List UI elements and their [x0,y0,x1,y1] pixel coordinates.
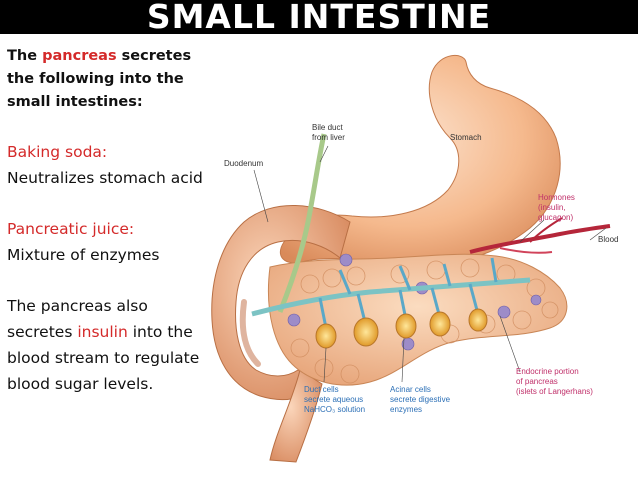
label-acinar-3: enzymes [390,405,422,414]
label-endocrine-2: of pancreas [516,377,558,386]
label-duct-cells-2: secrete aqueous [304,395,363,404]
baking-soda-heading: Baking soda: [7,143,108,161]
bile-duct [277,133,327,313]
blood-vessel [469,224,611,254]
label-acinar-1: Acinar cells [390,385,431,394]
islets [287,253,542,351]
title-bar: SMALL INTESTINE [0,0,638,36]
label-blood: Blood [598,235,618,244]
label-acinar-2: secrete digestive [390,395,451,404]
duodenum-inner [239,299,261,367]
baking-soda-description: Neutralizes stomach acid [7,169,203,187]
pancreatic-juice-heading: Pancreatic juice: [7,220,135,238]
insulin-paragraph: The pancreas also secretes insulin into … [7,297,200,393]
duct-branches [318,257,498,329]
slide-title: SMALL INTESTINE [146,0,492,36]
duodenum-tail [269,369,323,463]
pancreatic-duct [251,277,531,317]
pancreas-highlight: pancreas [42,48,117,64]
label-duodenum: Duodenum [224,159,263,168]
pancreas-diagram: Bile duct from liver Stomach Duodenum Ho… [211,54,618,463]
label-duct-cells-1: Duct cells [304,385,339,394]
insulin-highlight: insulin [77,323,128,341]
label-hormones-3: glucagon) [538,213,573,222]
label-bile-duct-1: Bile duct [312,123,343,132]
pancreas [267,253,568,386]
label-hormones-1: Hormones [538,193,575,202]
intro-paragraph: The pancreas secretes the following into… [7,48,192,110]
label-stomach: Stomach [450,133,482,142]
label-endocrine-3: (islets of Langerhans) [516,387,593,396]
label-bile-duct-2: from liver [312,133,345,142]
text-column: The pancreas secretes the following into… [7,45,207,397]
label-duct-cells-3: NaHCO₃ solution [304,405,365,414]
acini [315,308,488,349]
label-hormones-2: (insulin, [538,203,566,212]
pancreatic-juice-description: Mixture of enzymes [7,246,160,264]
label-endocrine-1: Endocrine portion [516,367,579,376]
